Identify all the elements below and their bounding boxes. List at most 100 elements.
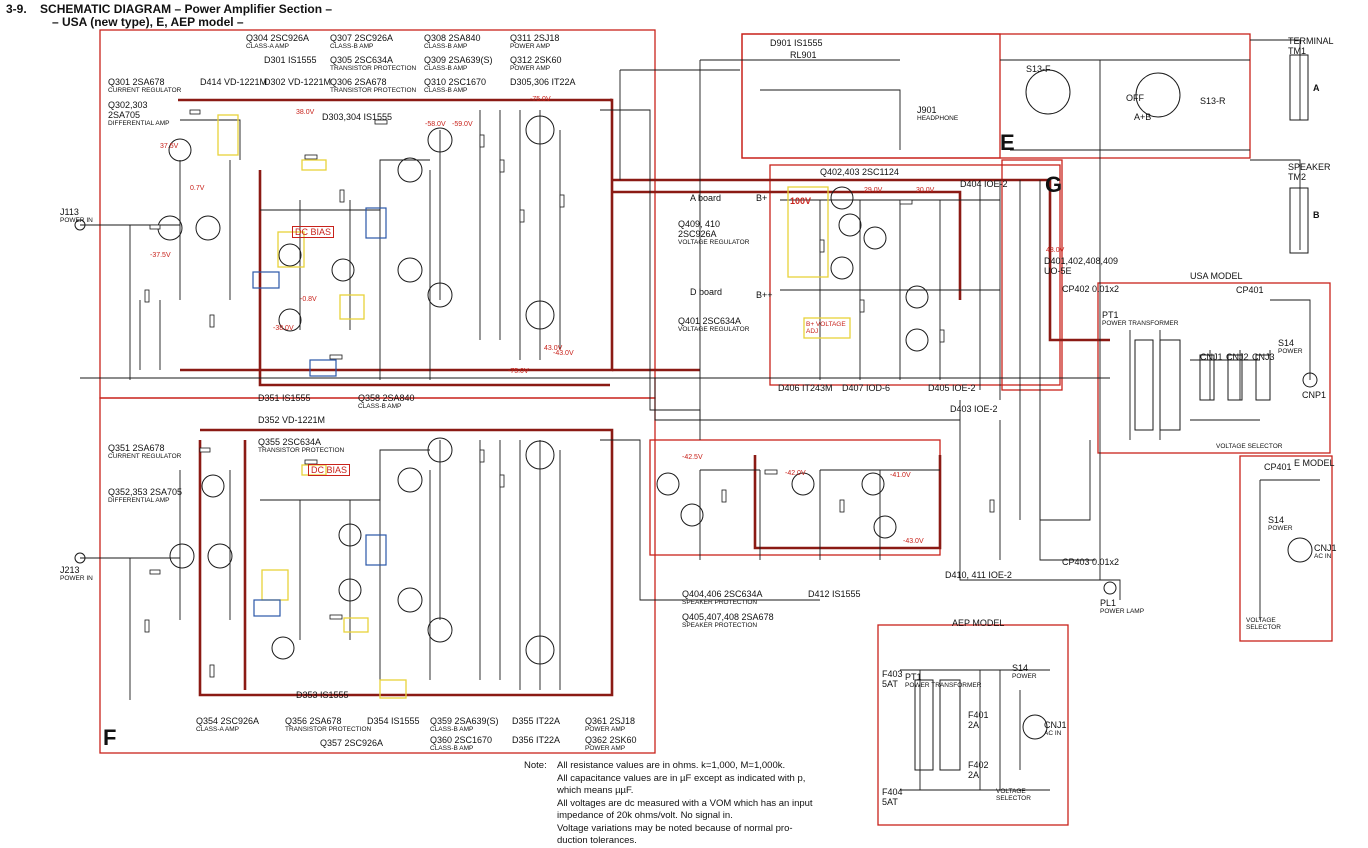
note-line: which means µµF.: [557, 785, 634, 796]
q359-label: Q359 2SA639(S)CLASS-B AMP: [430, 716, 499, 733]
s13f-label: S13-F: [1026, 64, 1051, 74]
voltage-selector-aep: VOLTAGE SELECTOR: [996, 788, 1031, 802]
note-line: Voltage variations may be noted because …: [557, 822, 793, 834]
d407-label: D407 IOD-6: [842, 383, 891, 393]
dc-bias-lower: DC BIAS: [308, 464, 351, 476]
section-number: 3-9.: [6, 2, 27, 16]
ab-label: A+B: [1134, 112, 1152, 122]
cnj3-label: CNJ3: [1252, 352, 1275, 362]
headphone-board-outline: [741, 33, 1001, 159]
cp401-label: CP401: [1236, 285, 1264, 295]
voltage-reading: -41.0V: [890, 472, 911, 479]
d351-label: D351 IS1555: [258, 393, 311, 403]
voltage-selector-usa: VOLTAGE SELECTOR: [1216, 443, 1283, 450]
d301-label: D301 IS1555: [264, 55, 317, 65]
voltage-reading: 29.0V: [864, 187, 883, 194]
dc-bias-upper: DC BIAS: [292, 226, 335, 238]
d901-label: D901 IS1555: [770, 38, 823, 48]
b-plus-plus-label: B++: [756, 290, 773, 300]
lower-channel-board-outline: [99, 397, 656, 754]
d-board-label: D board: [690, 287, 723, 297]
a-board-label: A board: [690, 193, 722, 203]
b-plus-label: B+: [756, 193, 768, 203]
voltage-reading: 38.0V: [296, 109, 315, 116]
d405-label: D405 IOE-2: [928, 383, 976, 393]
voltage-reading: 0.7V: [190, 185, 205, 192]
off-label: OFF: [1126, 93, 1144, 103]
voltage-reading: -59.0V: [452, 121, 473, 128]
cp401-e-label: CP401: [1264, 462, 1292, 472]
voltage-reading: -75.0V: [530, 96, 551, 103]
d302-label: D302 VD-1221M: [264, 77, 332, 87]
cnj2-label: CNJ2: [1226, 352, 1249, 362]
voltage-reading: -43.0V: [903, 538, 924, 545]
voltage-reading: 43.0V: [544, 345, 563, 352]
note-line: duction tolerances.: [557, 835, 637, 846]
voltage-reading: -37.5V: [150, 252, 171, 259]
usa-model-label: USA MODEL: [1190, 271, 1243, 281]
s13r-label: S13-R: [1200, 96, 1226, 106]
d410-label: D410, 411 IOE-2: [945, 570, 1012, 580]
page-subtitle: – USA (new type), E, AEP model –: [52, 15, 244, 29]
section-label-f: F: [103, 725, 117, 750]
d352-label: D352 VD-1221M: [258, 415, 326, 425]
d403-label: D403 IOE-2: [950, 404, 998, 414]
b-voltage-adj-label: B+ VOLTAGE ADJ: [806, 321, 846, 335]
note-line: impedance of 20k ohms/volt. No signal in…: [557, 810, 733, 821]
usa-model-outline: [1097, 282, 1331, 454]
aep-model-outline: [877, 624, 1069, 826]
d355-label: D355 IT22A: [512, 716, 561, 726]
q309-label: Q309 2SA639(S)CLASS-B AMP: [424, 55, 493, 72]
voltage-reading: -42.5V: [682, 454, 703, 461]
voltage-reading: -42.0V: [785, 470, 806, 477]
d303-label: D303,304 IS1555: [322, 112, 393, 122]
d305-label: D305,306 IT22A: [510, 77, 576, 87]
d412-label: D412 IS1555: [808, 589, 861, 599]
voltage-reading: -43.0V: [553, 350, 574, 357]
voltage-selector-e: VOLTAGE SELECTOR: [1246, 617, 1281, 631]
aep-model-label: AEP MODEL: [952, 618, 1005, 628]
terminal-b-label: B: [1313, 210, 1320, 220]
q402-label: Q402,403 2SC1124: [820, 167, 899, 177]
voltage-reading: 37.5V: [160, 143, 179, 150]
rl901-label: RL901: [790, 50, 817, 60]
d406-label: D406 IT243M: [778, 383, 833, 393]
section-label-e: E: [1000, 130, 1015, 155]
note-line: All resistance values are in ohms. k=1,0…: [557, 760, 786, 771]
e-model-outline: [1239, 455, 1333, 642]
voltage-reading: 30.0V: [916, 187, 935, 194]
d356-label: D356 IT22A: [512, 735, 561, 745]
note-line: All capacitance values are in µF except …: [557, 772, 806, 784]
notes-label: Note:: [524, 760, 547, 771]
voltage-reading: 43.0V: [1046, 247, 1065, 254]
